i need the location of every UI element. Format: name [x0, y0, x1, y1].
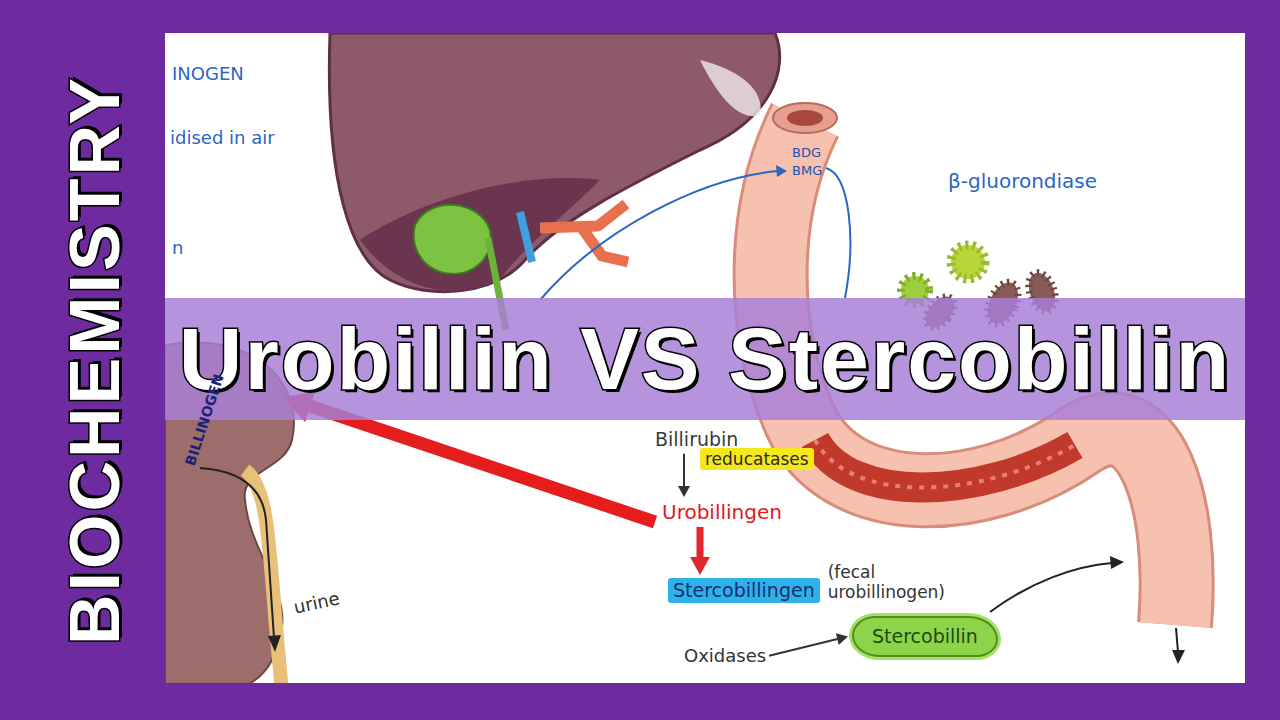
intestine-lumen: [787, 110, 823, 126]
ureter: [245, 470, 282, 683]
node-text: Stercobillin: [872, 625, 978, 648]
connector: [769, 633, 848, 656]
urine-label: urine: [292, 588, 341, 617]
connector-line: [769, 638, 839, 655]
urine-arrowhead: [268, 635, 281, 652]
intestine-mucosa: [815, 440, 1075, 488]
urine-path: [200, 468, 274, 638]
pigment-cloud: Stercobillin: [852, 616, 998, 657]
connector-line: [683, 454, 685, 488]
leader-arrowhead: [776, 165, 787, 177]
node-text: reducatases: [700, 448, 814, 470]
liver: [329, 33, 779, 292]
pigment-highlight: Stercobillingen(fecal urobillinogen): [668, 578, 978, 603]
node-note: (fecal urobillinogen): [828, 562, 978, 603]
connector-line: [697, 527, 704, 561]
enzyme-label: β-gluorondiase: [948, 170, 1097, 192]
node-text: Oxidases: [684, 645, 766, 667]
portal-vein: [520, 212, 532, 262]
pigment-abbrev: BDG: [792, 146, 821, 160]
note-text: n: [172, 238, 183, 258]
leader-line: [826, 168, 850, 298]
connector: [690, 527, 710, 575]
reabsorption-arrow: [310, 406, 655, 522]
connector: [678, 454, 690, 497]
hepatic-artery: [540, 204, 628, 262]
note-text: INOGEN: [172, 64, 244, 84]
node-text: Stercobillingen: [668, 578, 820, 603]
excretion-path: [990, 563, 1112, 612]
pigment-text: Urobillingen: [662, 500, 782, 524]
organ-note: BILLINOGEN: [183, 372, 227, 467]
enzyme-highlight: reducatases: [700, 448, 814, 470]
enzyme-text: Oxidases: [684, 645, 766, 667]
intestine-opening: [773, 103, 837, 133]
exit-line: [1176, 628, 1178, 652]
excretion-arrowhead: [1110, 556, 1124, 569]
liver-glint: [700, 60, 761, 116]
bacterium: [951, 245, 985, 279]
mucosa-folds: [815, 440, 1075, 488]
title-text: Urobillin VS Stercobillin: [179, 315, 1231, 403]
gallbladder: [414, 205, 491, 274]
node-text: Urobillingen: [662, 500, 782, 524]
section-label: BIOCHEMISTRY: [57, 75, 134, 645]
exit-arrowhead: [1172, 650, 1185, 664]
title-banner: Urobillin VS Stercobillin: [165, 298, 1245, 420]
leader-line: [540, 171, 778, 300]
pigment-abbrev: BMG: [792, 164, 822, 178]
note-text: idised in air: [170, 128, 275, 148]
